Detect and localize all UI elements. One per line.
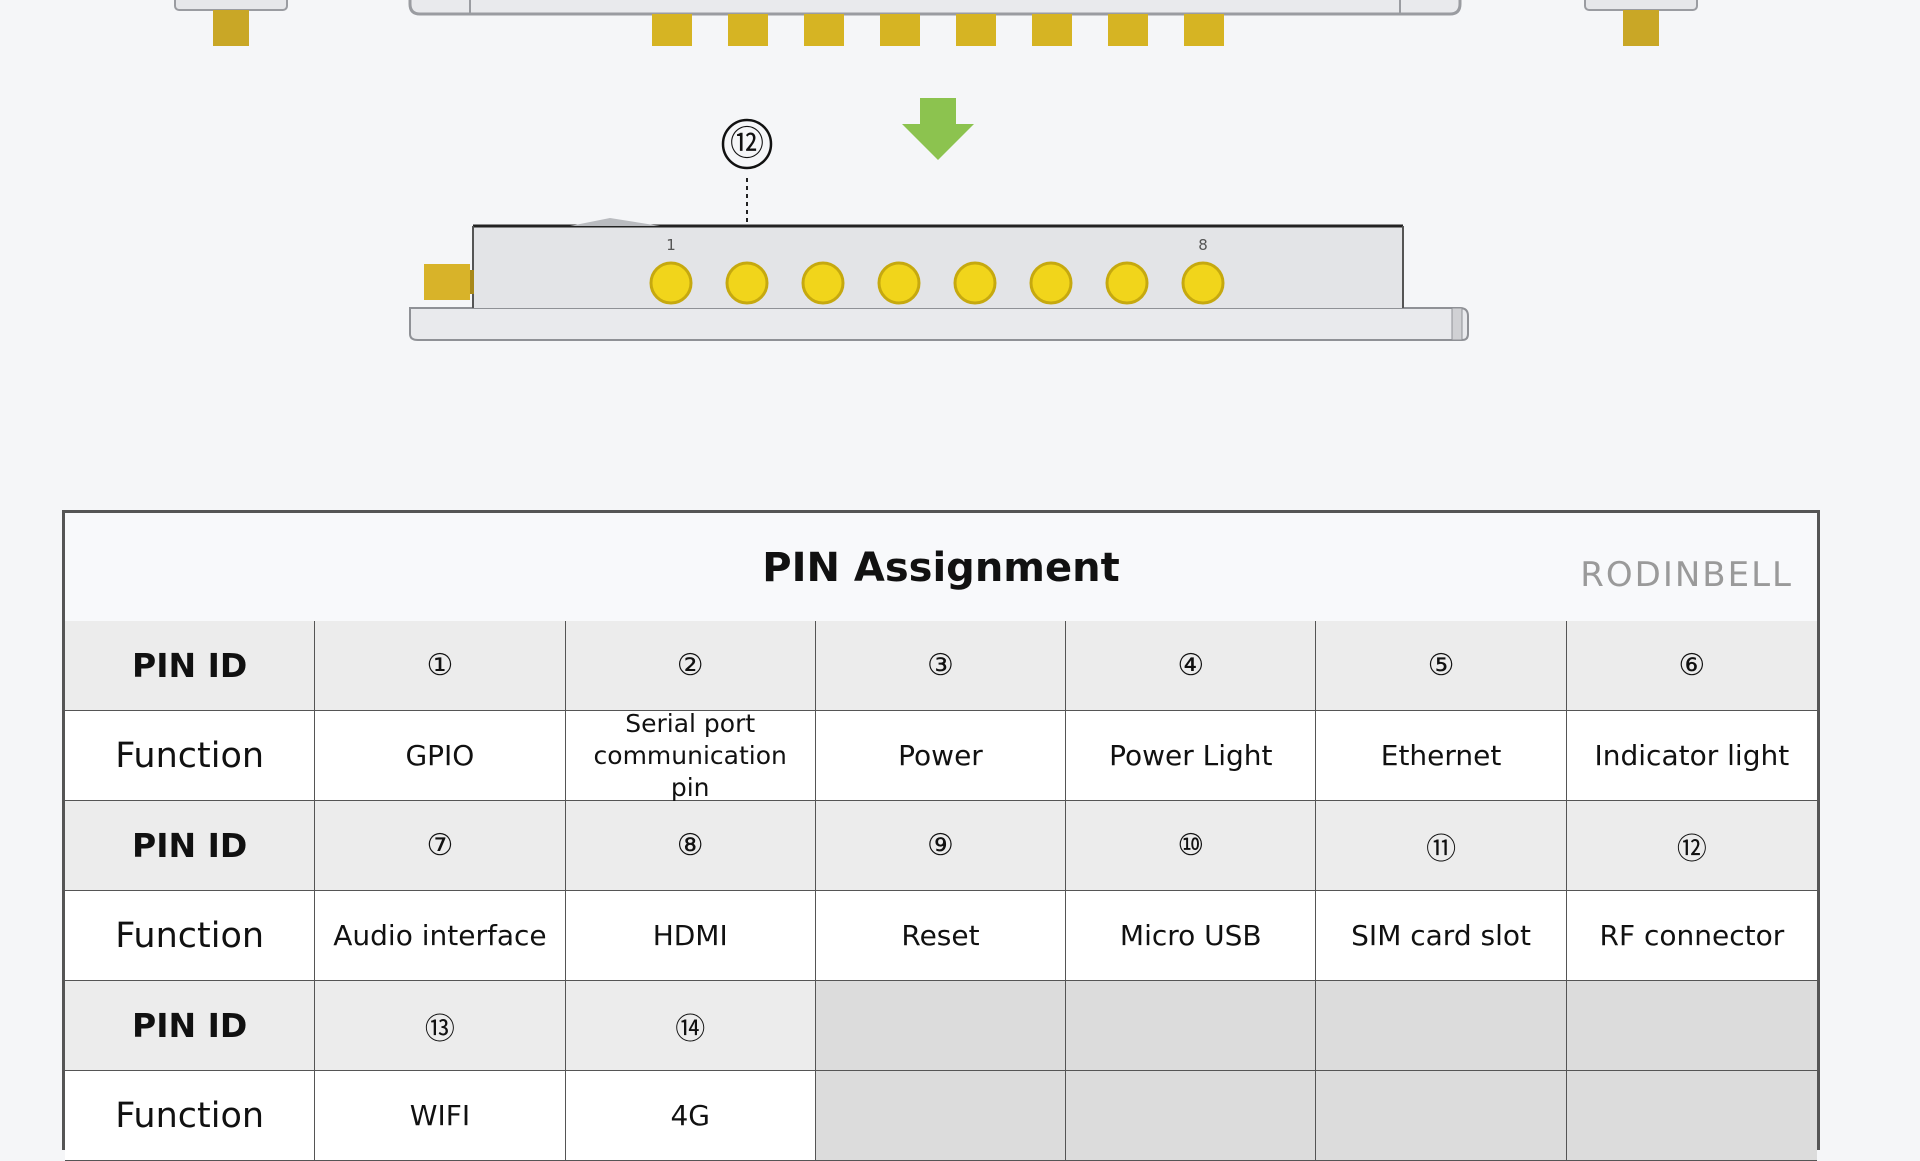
brand-logo: RODINBELL — [1580, 555, 1793, 595]
pin-id-cell: ⑨ — [815, 801, 1067, 891]
device-drawing — [174, 0, 1698, 341]
function-cell: Audio interface — [315, 891, 566, 981]
function-cell: Reset — [815, 891, 1067, 981]
connector-label-first: 1 — [666, 236, 676, 254]
pin-id-cell: ⑤ — [1316, 621, 1567, 711]
pin-number: ⑫ — [1676, 831, 1707, 867]
empty-cell — [815, 1071, 1067, 1161]
pin-number: ⑥ — [1678, 648, 1706, 683]
pin-id-cell: ② — [565, 621, 816, 711]
pin-number: ⑪ — [1426, 831, 1457, 867]
table-title: PIN Assignment — [762, 545, 1120, 591]
pin-id-cell: ① — [315, 621, 566, 711]
empty-cell — [1566, 981, 1817, 1071]
pin-id-label: PIN ID — [65, 621, 316, 711]
device-side-body — [409, 218, 1469, 341]
function-label: Function — [65, 1071, 316, 1161]
pin-number: ⑬ — [424, 1011, 455, 1047]
pin-id-cell: ⑦ — [315, 801, 566, 891]
pin-id-label: PIN ID — [65, 801, 316, 891]
callout-circle — [721, 118, 773, 170]
empty-cell — [1316, 981, 1567, 1071]
empty-cell — [1066, 981, 1317, 1071]
empty-cell — [1316, 1071, 1567, 1161]
function-cell: Serial port communication pin — [565, 709, 816, 802]
top-device-remnant — [174, 0, 1698, 46]
callout-label: ⑫ — [730, 124, 764, 164]
function-cell: SIM card slot — [1316, 891, 1567, 981]
top-connectors — [652, 14, 1224, 46]
function-cell: Indicator light — [1566, 711, 1817, 801]
pin-number: ⑦ — [426, 828, 454, 863]
empty-cell — [1566, 1071, 1817, 1161]
pin-number: ③ — [927, 648, 954, 683]
pin-id-cell: ⑫ — [1566, 801, 1817, 891]
pin-number: ④ — [1177, 648, 1205, 683]
table-title-row: PIN Assignment RODINBELL — [65, 513, 1817, 622]
function-label: Function — [65, 891, 316, 981]
pin-number: ② — [676, 648, 704, 683]
pin-assignment-table: PIN Assignment RODINBELL PIN ID ① ② ③ ④ ⑤ ⑥ Fun… — [62, 510, 1820, 1161]
pin-number: ⑨ — [927, 828, 954, 863]
device-illustration: ⑫ 1 8 — [0, 0, 1920, 400]
function-label: Function — [65, 711, 316, 801]
side-connectors — [649, 261, 1225, 305]
pin-number: ⑭ — [675, 1011, 706, 1047]
pin-number: ① — [426, 648, 454, 683]
pin-id-cell: ⑧ — [565, 801, 816, 891]
empty-cell — [1066, 1071, 1317, 1161]
function-cell: RF connector — [1566, 891, 1817, 981]
pin-id-label: PIN ID — [65, 981, 316, 1071]
function-cell: Ethernet — [1316, 711, 1567, 801]
function-cell: Power — [815, 711, 1067, 801]
pin-number: ⑧ — [676, 828, 704, 863]
pin-number: ⑩ — [1177, 828, 1205, 863]
pin-id-cell: ⑩ — [1066, 801, 1317, 891]
pin-id-cell: ⑭ — [565, 981, 816, 1071]
pin-id-cell: ⑥ — [1566, 621, 1817, 711]
pin-id-cell: ④ — [1066, 621, 1317, 711]
empty-cell — [815, 981, 1067, 1071]
down-arrow-icon — [902, 98, 974, 160]
pin-number: ⑤ — [1427, 648, 1455, 683]
function-cell: Power Light — [1066, 711, 1317, 801]
pin-id-cell: ③ — [815, 621, 1067, 711]
function-cell: Micro USB — [1066, 891, 1317, 981]
pin-id-cell: ⑪ — [1316, 801, 1567, 891]
function-cell: 4G — [565, 1071, 816, 1161]
function-cell: GPIO — [315, 711, 566, 801]
connector-label-last: 8 — [1198, 236, 1208, 254]
function-cell: WIFI — [315, 1071, 566, 1161]
function-cell: HDMI — [565, 891, 816, 981]
pin-id-cell: ⑬ — [315, 981, 566, 1071]
